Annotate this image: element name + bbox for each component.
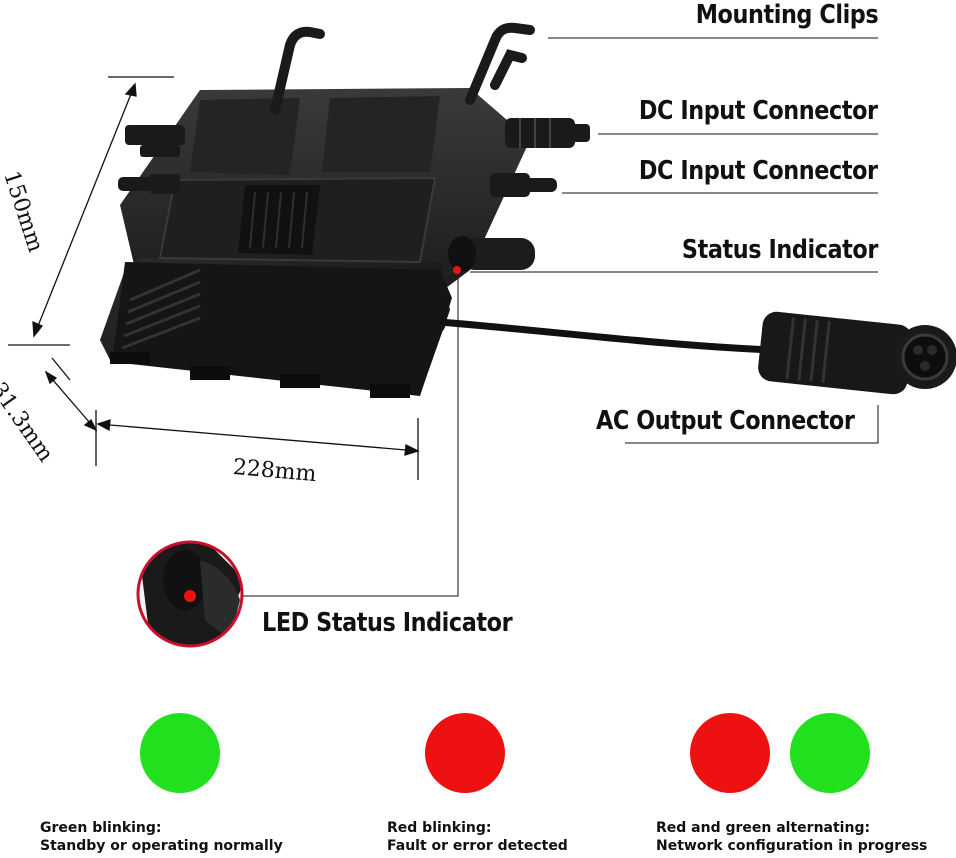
ac-output-cable [418, 308, 771, 354]
dc-input-connector-1 [505, 118, 590, 148]
led-state-desc: Network configuration in progress [656, 838, 928, 854]
left-dc-connectors [118, 125, 185, 194]
led-state-title: Red and green alternating: [656, 820, 871, 836]
led-state-title: Green blinking: [40, 820, 162, 836]
microinverter-body [100, 88, 530, 398]
led-state-caption-alternating: Red and green alternating: Network confi… [656, 819, 927, 855]
callout-mounting-clips: Mounting Clips [695, 0, 878, 30]
led-closeup-image [136, 540, 244, 648]
callout-status-indicator: Status Indicator [681, 235, 878, 265]
led-dot-green-1 [140, 713, 220, 793]
ac-output-connector [758, 311, 956, 395]
status-indicator-knob [448, 236, 535, 274]
callout-dc-input-1: DC Input Connector [639, 96, 878, 126]
callout-dc-input-2: DC Input Connector [639, 156, 878, 186]
led-state-desc: Fault or error detected [387, 838, 568, 854]
led-dot-red-1 [425, 713, 505, 793]
led-state-circles [140, 713, 870, 793]
callout-leaders [235, 37, 879, 597]
led-state-desc: Standby or operating normally [40, 838, 283, 854]
led-state-caption-red: Red blinking: Fault or error detected [387, 819, 568, 855]
led-dot-alternating-1 [690, 713, 770, 793]
mounting-clips [270, 22, 535, 115]
callout-led-status: LED Status Indicator [262, 608, 513, 638]
dimension-lines [8, 76, 420, 480]
led-state-caption-green: Green blinking: Standby or operating nor… [40, 819, 283, 855]
dc-input-connector-2 [490, 173, 557, 197]
callout-ac-output: AC Output Connector [596, 406, 855, 436]
led-state-title: Red blinking: [387, 820, 492, 836]
led-dot-alternating-2 [790, 713, 870, 793]
